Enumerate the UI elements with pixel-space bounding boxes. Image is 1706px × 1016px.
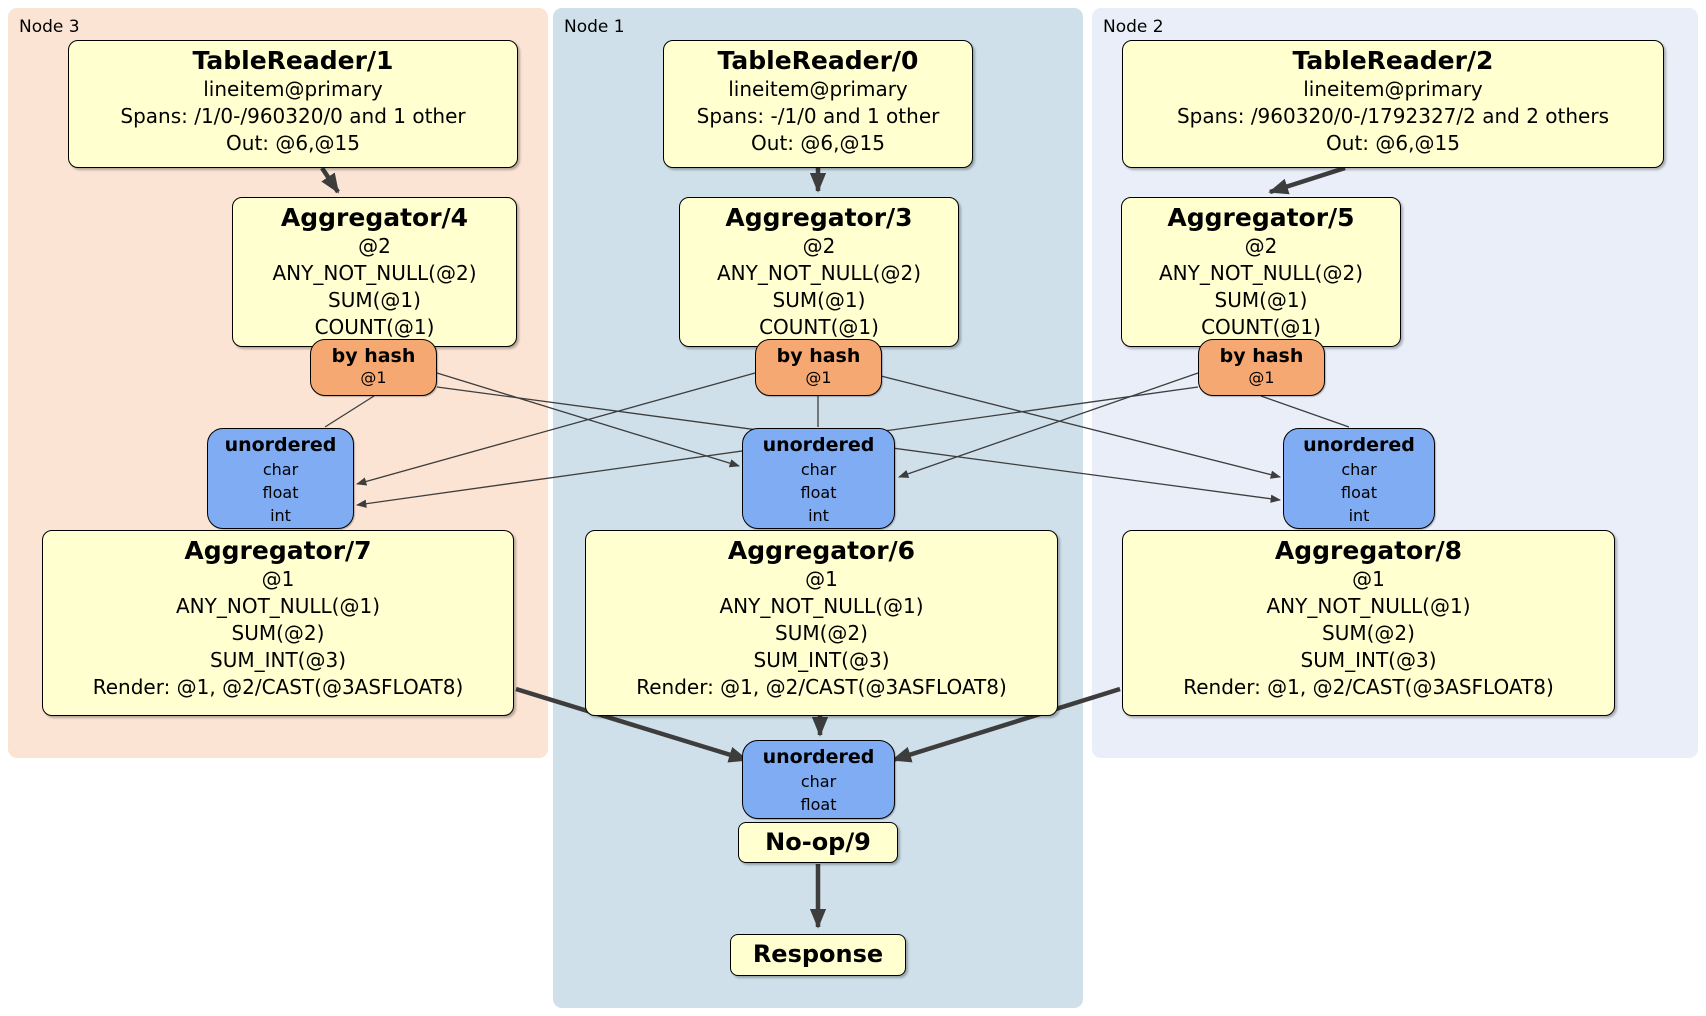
- processor-detail: SUM(@1): [328, 288, 421, 312]
- processor-detail: SUM(@2): [1322, 621, 1415, 645]
- processor-detail: ANY_NOT_NULL(@1): [1266, 594, 1471, 618]
- sync-unordered-node2: unordered char float int: [1283, 428, 1435, 529]
- processor-detail: lineitem@primary: [728, 77, 908, 101]
- node-band-label: Node 1: [564, 17, 625, 37]
- sync-label: unordered: [224, 434, 337, 456]
- processor-title: Aggregator/7: [184, 536, 372, 565]
- node-band-label: Node 3: [19, 17, 80, 37]
- processor-detail: COUNT(@1): [1201, 315, 1321, 339]
- processor-title: Aggregator/6: [727, 536, 916, 565]
- router-by-hash-node1: by hash @1: [755, 339, 882, 396]
- sync-type: char: [262, 460, 299, 479]
- edge-tablereader1-aggregator4: [320, 166, 340, 194]
- processor-detail: Render: @1, @2/CAST(@3ASFLOAT8): [636, 675, 1007, 699]
- processor-response: Response: [730, 934, 906, 976]
- node-band-label: Node 2: [1103, 17, 1164, 37]
- processor-detail: ANY_NOT_NULL(@2): [1159, 261, 1363, 285]
- processor-title: TableReader/0: [717, 46, 919, 75]
- processor-aggregator-8: Aggregator/8 @1 ANY_NOT_NULL(@1) SUM(@2)…: [1122, 530, 1615, 716]
- processor-detail: @1: [805, 567, 838, 591]
- sync-type: float: [1341, 483, 1377, 502]
- sync-type: float: [262, 483, 299, 502]
- edge-router1-sync2: [880, 375, 1282, 479]
- router-label: by hash: [331, 345, 416, 367]
- processor-aggregator-6: Aggregator/6 @1 ANY_NOT_NULL(@1) SUM(@2)…: [585, 530, 1058, 716]
- edge-router3-sync3: [324, 395, 375, 428]
- processor-detail: @1: [261, 567, 295, 591]
- processor-detail: ANY_NOT_NULL(@1): [176, 594, 380, 618]
- processor-detail: COUNT(@1): [759, 315, 879, 339]
- router-detail: @1: [805, 368, 832, 387]
- processor-detail: ANY_NOT_NULL(@1): [719, 594, 924, 618]
- sync-label: unordered: [762, 434, 875, 456]
- sync-type: int: [1348, 506, 1370, 525]
- processor-detail: Render: @1, @2/CAST(@3ASFLOAT8): [1183, 675, 1554, 699]
- sync-type: int: [808, 506, 829, 525]
- processor-title: Aggregator/8: [1274, 536, 1463, 565]
- router-detail: @1: [360, 368, 387, 387]
- sync-type: float: [800, 483, 837, 502]
- processor-detail: @1: [1352, 567, 1385, 591]
- processor-title: TableReader/2: [1292, 46, 1494, 75]
- processor-aggregator-7: Aggregator/7 @1 ANY_NOT_NULL(@1) SUM(@2)…: [42, 530, 514, 716]
- edge-router2-sync1: [898, 372, 1199, 478]
- sync-label: unordered: [762, 746, 875, 768]
- processor-detail: @2: [1244, 234, 1278, 258]
- processor-detail: @2: [358, 234, 391, 258]
- processor-detail: SUM(@2): [775, 621, 868, 645]
- processor-detail: ANY_NOT_NULL(@2): [717, 261, 921, 285]
- processor-detail: SUM(@2): [231, 621, 325, 645]
- processor-detail: SUM_INT(@3): [1300, 648, 1437, 672]
- edge-router2-sync2: [1260, 395, 1350, 428]
- processor-tablereader-1: TableReader/1 lineitem@primary Spans: /1…: [68, 40, 518, 168]
- processor-title: TableReader/1: [192, 46, 394, 75]
- flow-arrows: [320, 165, 1346, 929]
- processor-title: Aggregator/4: [280, 203, 469, 232]
- sync-type: char: [800, 772, 837, 791]
- sync-type: int: [270, 506, 291, 525]
- sync-label: unordered: [1303, 434, 1415, 456]
- sync-unordered-final: unordered char float: [742, 740, 895, 819]
- processor-detail: @2: [802, 234, 836, 258]
- router-label: by hash: [1219, 345, 1304, 367]
- router-label: by hash: [776, 345, 861, 367]
- processor-detail: SUM_INT(@3): [210, 648, 346, 672]
- processor-detail: Out: @6,@15: [226, 131, 360, 155]
- processor-detail: SUM(@1): [1214, 288, 1308, 312]
- processor-noop-9: No-op/9: [738, 822, 898, 863]
- processor-aggregator-5: Aggregator/5 @2 ANY_NOT_NULL(@2) SUM(@1)…: [1121, 197, 1401, 347]
- sync-unordered-node3: unordered char float int: [207, 428, 354, 529]
- sync-type: char: [800, 460, 837, 479]
- processor-aggregator-4: Aggregator/4 @2 ANY_NOT_NULL(@2) SUM(@1)…: [232, 197, 517, 347]
- processor-title: Response: [752, 940, 884, 968]
- edge-router1-sync3: [355, 372, 756, 486]
- processor-tablereader-2: TableReader/2 lineitem@primary Spans: /9…: [1122, 40, 1664, 168]
- edge-aggregator7-final-sync: [515, 686, 749, 763]
- processor-detail: Out: @6,@15: [751, 131, 885, 155]
- sync-unordered-node1: unordered char float int: [742, 428, 895, 529]
- processor-detail: lineitem@primary: [203, 77, 383, 101]
- processor-detail: Render: @1, @2/CAST(@3ASFLOAT8): [92, 675, 464, 699]
- edge-tablereader2-aggregator5: [1268, 165, 1346, 195]
- processor-detail: Spans: /1/0-/960320/0 and 1 other: [120, 104, 466, 128]
- sync-type: float: [800, 795, 837, 814]
- processor-detail: SUM(@1): [772, 288, 866, 312]
- processor-detail: lineitem@primary: [1303, 77, 1483, 101]
- processor-title: Aggregator/3: [725, 203, 913, 232]
- processor-detail: Spans: /960320/0-/1792327/2 and 2 others: [1176, 104, 1609, 128]
- router-detail: @1: [1248, 368, 1275, 387]
- sync-type: char: [1341, 460, 1377, 479]
- processor-detail: ANY_NOT_NULL(@2): [272, 261, 477, 285]
- processor-detail: COUNT(@1): [314, 315, 435, 339]
- processor-tablereader-0: TableReader/0 lineitem@primary Spans: -/…: [663, 40, 973, 168]
- edge-aggregator8-final-sync: [891, 686, 1121, 763]
- processor-detail: Spans: -/1/0 and 1 other: [696, 104, 940, 128]
- processor-title: No-op/9: [765, 828, 871, 856]
- processor-title: Aggregator/5: [1167, 203, 1355, 232]
- processor-aggregator-3: Aggregator/3 @2 ANY_NOT_NULL(@2) SUM(@1)…: [679, 197, 959, 347]
- processor-detail: Out: @6,@15: [1326, 131, 1460, 155]
- router-by-hash-node2: by hash @1: [1198, 339, 1325, 396]
- processor-detail: SUM_INT(@3): [753, 648, 890, 672]
- router-by-hash-node3: by hash @1: [310, 339, 437, 396]
